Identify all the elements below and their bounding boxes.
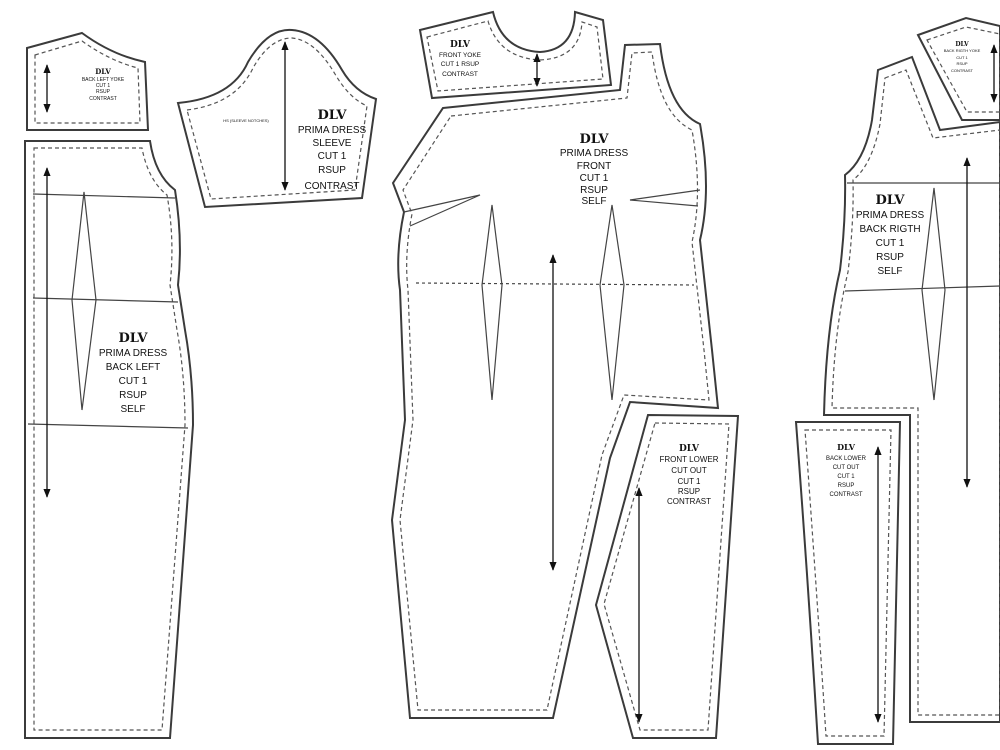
back-right-yoke-piece: DLV BACK RIGTH YOKE CUT 1 RSUP CONTRAST [916, 16, 1000, 121]
sleeve-label-2: SLEEVE [313, 138, 352, 149]
back-lower-brand: DLV [837, 442, 856, 452]
back-right-label-2: BACK RIGTH [859, 224, 920, 235]
back-lower-label-4: RSUP [838, 483, 855, 489]
sleeve-seam-line [186, 37, 368, 200]
back-left-brand: DLV [119, 331, 149, 346]
back-right-yoke-label-2: CUT 1 [956, 55, 968, 60]
front-label-1: PRIMA DRESS [560, 148, 629, 159]
front-bust-dart-left [403, 194, 481, 227]
back-right-cut-line [822, 55, 1000, 723]
front-lower-piece: DLV FRONT LOWER CUT OUT CUT 1 RSUP CONTR… [594, 413, 740, 739]
front-bust-dart-right [629, 189, 701, 207]
back-right-yoke-label-3: RSUP [956, 61, 967, 66]
front-lower-seam-line [603, 422, 730, 731]
sleeve-label-5: CONTRAST [305, 181, 360, 192]
back-left-yoke-cut-line [26, 31, 150, 131]
front-yoke-seam-line [426, 20, 604, 92]
front-yoke-label-1: FRONT YOKE [439, 52, 482, 59]
back-lower-seam-line [804, 429, 892, 737]
back-left-yoke-seam-line [34, 40, 141, 124]
back-right-piece: DLV PRIMA DRESS BACK RIGTH CUT 1 RSUP SE… [822, 55, 1000, 723]
sleeve-label-4: RSUP [318, 165, 346, 176]
front-seam-line [399, 51, 710, 711]
back-right-label-5: SELF [877, 266, 902, 277]
front-yoke-brand: DLV [450, 40, 471, 50]
front-yoke-label-3: CONTRAST [442, 71, 478, 78]
back-lower-label-1: BACK LOWER [826, 456, 867, 462]
front-label-5: SELF [581, 196, 606, 207]
back-right-label-1: PRIMA DRESS [856, 210, 925, 221]
back-right-label-4: RSUP [876, 252, 904, 263]
back-left-piece: DLV PRIMA DRESS BACK LEFT CUT 1 RSUP SEL… [24, 140, 195, 739]
back-lower-piece: DLV BACK LOWER CUT OUT CUT 1 RSUP CONTRA… [794, 421, 902, 745]
back-left-chest-line [32, 193, 176, 199]
back-right-dart [921, 187, 946, 401]
back-left-label-3: CUT 1 [119, 376, 148, 387]
sleeve-side-note: HS (SLEEVE NOTCHES) [223, 118, 269, 123]
back-left-waist-line [32, 297, 179, 303]
back-left-label-5: SELF [120, 404, 145, 415]
sleeve-label-1: PRIMA DRESS [298, 125, 367, 136]
back-left-label-2: BACK LEFT [106, 362, 160, 373]
front-brand: DLV [580, 132, 610, 147]
sleeve-piece: HS (SLEEVE NOTCHES) DLV PRIMA DRESS SLEE… [176, 28, 378, 209]
back-left-hip-line [27, 423, 189, 429]
front-yoke-label-2: CUT 1 RSUP [441, 61, 480, 68]
front-lower-cut-line [594, 413, 740, 739]
back-left-yoke-label-3: RSUP [96, 89, 111, 95]
back-left-seam-line [33, 147, 186, 731]
sleeve-label-3: CUT 1 [318, 151, 347, 162]
front-piece: DLV PRIMA DRESS FRONT CUT 1 RSUP SELF [390, 42, 720, 719]
back-left-label-4: RSUP [119, 390, 147, 401]
front-lower-label-2: CUT OUT [671, 466, 707, 475]
back-lower-label-2: CUT OUT [833, 465, 860, 471]
front-lower-label-1: FRONT LOWER [660, 455, 719, 464]
back-right-label-3: CUT 1 [876, 238, 905, 249]
back-left-yoke-label-1: BACK LEFT YOKE [82, 77, 125, 83]
back-lower-label-5: CONTRAST [830, 492, 863, 498]
front-label-3: CUT 1 [580, 173, 609, 184]
front-lower-brand: DLV [679, 444, 700, 454]
back-right-yoke-label-4: CONTRAST [951, 68, 974, 73]
back-left-yoke-brand: DLV [95, 67, 111, 76]
back-right-yoke-brand: DLV [955, 41, 969, 48]
back-right-brand: DLV [876, 193, 906, 208]
back-right-seam-line [831, 69, 1000, 716]
back-left-dart [71, 191, 97, 411]
back-lower-cut-line [794, 421, 902, 745]
back-left-yoke-label-2: CUT 1 [96, 83, 111, 89]
back-right-yoke-cut-line [916, 16, 1000, 121]
back-left-label-1: PRIMA DRESS [99, 348, 168, 359]
front-label-2: FRONT [577, 161, 611, 172]
back-left-cut-line [24, 140, 195, 739]
back-left-yoke-piece: DLV BACK LEFT YOKE CUT 1 RSUP CONTRAST [26, 31, 150, 131]
front-lower-label-3: CUT 1 [678, 477, 702, 486]
back-lower-label-3: CUT 1 [837, 474, 855, 480]
front-lower-label-5: CONTRAST [667, 497, 711, 506]
front-right-dart [599, 204, 625, 401]
front-left-dart [481, 204, 503, 401]
sleeve-cut-line [176, 28, 378, 209]
front-lower-label-4: RSUP [678, 487, 700, 496]
front-label-4: RSUP [580, 185, 608, 196]
back-left-yoke-label-4: CONTRAST [89, 96, 117, 102]
back-right-yoke-label-1: BACK RIGTH YOKE [944, 48, 981, 53]
sleeve-brand: DLV [318, 108, 348, 123]
front-yoke-piece: DLV FRONT YOKE CUT 1 RSUP CONTRAST [418, 10, 613, 100]
